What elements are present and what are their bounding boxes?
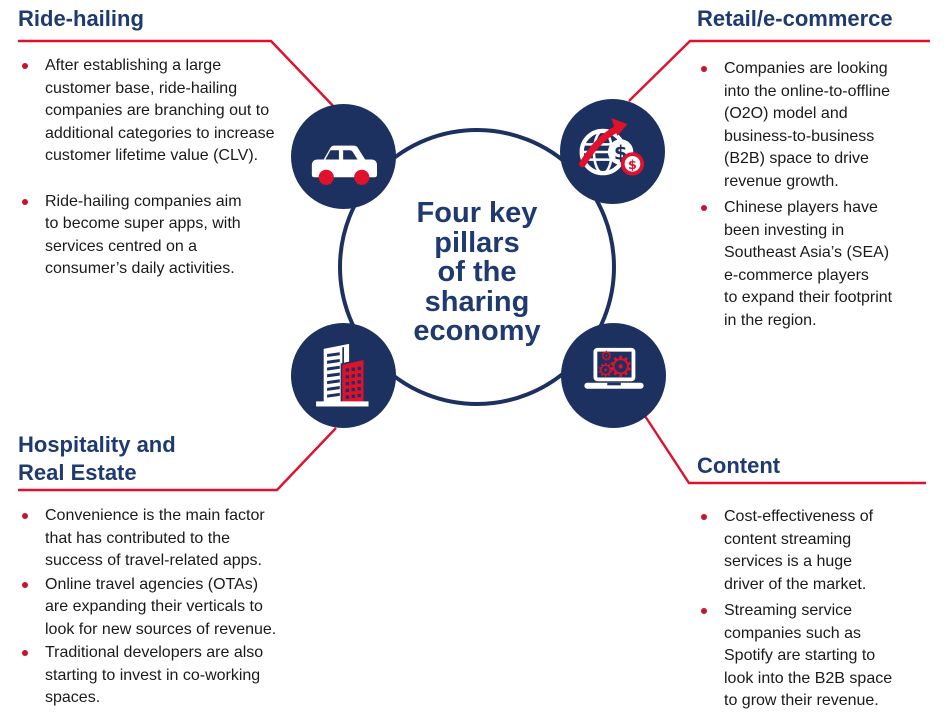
retail-ecommerce-section: Retail/e-commerce Companies are looking …	[697, 5, 947, 336]
bullet-marker	[22, 650, 28, 656]
buildings-icon	[315, 343, 369, 406]
svg-text:$: $	[628, 156, 637, 171]
bullet-marker	[22, 513, 28, 519]
bullet-text: Convenience is the main factor that has …	[45, 507, 265, 569]
connector-content	[643, 415, 926, 485]
bullet-text: Streaming service companies such as Spot…	[724, 602, 893, 709]
ride-hailing-bullets: After establishing a large customer base…	[18, 55, 328, 281]
bullet-item: Cost-effectiveness of content streaming …	[697, 506, 942, 596]
bullet-item: Online travel agencies (OTAs) are expand…	[18, 574, 328, 642]
bullet-text: Cost-effectiveness of content streaming …	[724, 508, 874, 593]
ride-hailing-heading: Ride-hailing	[18, 6, 144, 31]
car-icon	[311, 145, 377, 185]
retail-ecommerce-bullets: Companies are looking into the online-to…	[697, 58, 947, 332]
diagram-title: Four key pillars of the sharing economy	[413, 197, 541, 348]
bullet-text: Companies are looking into the online-to…	[724, 60, 891, 190]
bullet-text: Ride-hailing companies aim to become sup…	[45, 192, 242, 278]
bullet-text: After establishing a large customer base…	[45, 57, 275, 164]
content-heading: Content	[697, 453, 781, 478]
content-bullets: Cost-effectiveness of content streaming …	[697, 506, 942, 713]
retail-ecommerce-heading: Retail/e-commerce	[697, 6, 893, 31]
bullet-marker	[22, 63, 28, 69]
globe-growth-icon: $ $	[578, 117, 644, 175]
connector-ride-hailing	[18, 39, 338, 111]
retail-ecommerce-icon-circle: $ $	[560, 99, 665, 204]
content-icon-circle: ⚙ ⚙ ⚙	[561, 323, 666, 428]
gear-icon: ⚙	[597, 360, 614, 381]
bullet-item: Chinese players have been investing in S…	[697, 197, 947, 332]
bullet-marker	[701, 66, 707, 72]
connector-hospitality	[18, 427, 337, 492]
bullet-marker	[701, 608, 707, 614]
gear-icon: ⚙	[600, 348, 612, 364]
bullet-text: Online travel agencies (OTAs) are expand…	[45, 575, 277, 638]
ride-hailing-icon-circle	[291, 104, 396, 209]
bullet-marker	[22, 581, 28, 588]
content-section: Content Cost-effectiveness of content st…	[697, 452, 942, 717]
hospitality-icon-circle	[291, 323, 396, 428]
bullet-item: Traditional developers are also starting…	[18, 642, 328, 710]
bullet-item: Streaming service companies such as Spot…	[697, 600, 942, 713]
bullet-text: Chinese players have been investing in S…	[724, 199, 893, 329]
hospitality-bullets: Convenience is the main factor that has …	[18, 505, 328, 710]
bullet-item: Convenience is the main factor that has …	[18, 505, 328, 573]
bullet-marker	[701, 205, 707, 211]
connector-retail-ecommerce	[628, 39, 930, 102]
bullet-item: After establishing a large customer base…	[18, 55, 328, 168]
bullet-item: Ride-hailing companies aim to become sup…	[18, 191, 328, 281]
bullet-marker	[701, 514, 707, 520]
laptop-gears-icon: ⚙ ⚙ ⚙	[583, 347, 644, 389]
bullet-item: Companies are looking into the online-to…	[697, 58, 947, 193]
hospitality-section: Hospitality and Real Estate Convenience …	[18, 431, 328, 711]
gear-icon: ⚙	[607, 349, 633, 383]
bullet-text: Traditional developers are also starting…	[45, 644, 264, 706]
ride-hailing-section: Ride-hailing After establishing a large …	[18, 5, 328, 304]
bullet-marker	[22, 198, 28, 205]
hospitality-heading: Hospitality and Real Estate	[18, 432, 176, 485]
